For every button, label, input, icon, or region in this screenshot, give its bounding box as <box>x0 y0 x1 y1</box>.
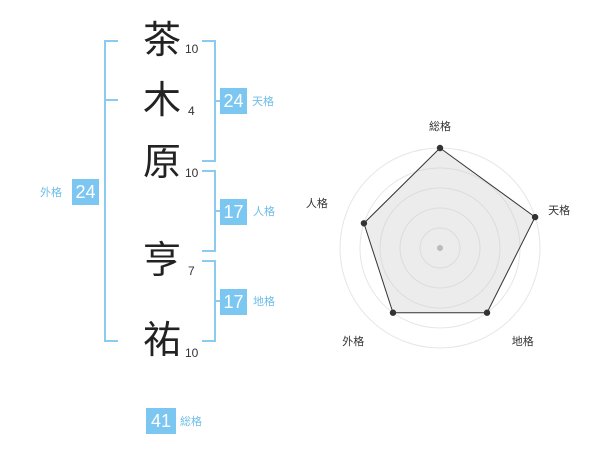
stroke-count-1: 10 <box>185 42 199 56</box>
name-char-4: 亨 <box>142 238 181 282</box>
radar-ring-2 <box>399 207 481 289</box>
radar-axis-label-1: 総格 <box>429 119 451 133</box>
jinkaku-label: 人格 <box>253 205 275 218</box>
chikaku-label: 地格 <box>253 295 275 308</box>
radar-axis-label-4: 外格 <box>342 334 364 348</box>
radar-point-5 <box>360 220 368 227</box>
radar-point-1 <box>436 144 444 152</box>
gaikaku-label: 外格 <box>40 186 62 199</box>
radar-center-dot <box>437 245 443 251</box>
name-char-3: 原 <box>142 140 181 184</box>
jinkaku-bracket-tick <box>214 210 220 212</box>
jinkaku-value-badge: 17 <box>220 199 247 225</box>
radar-axis-label-2: 天格 <box>548 203 570 217</box>
gaikaku-value-badge: 24 <box>72 179 99 205</box>
radar-ring-3 <box>379 187 501 309</box>
tenkaku-label: 天格 <box>252 95 274 108</box>
outer-bracket-divider <box>104 99 118 101</box>
stroke-count-3: 10 <box>185 166 199 180</box>
name-char-5: 祐 <box>142 318 181 362</box>
stroke-count-5: 10 <box>185 346 199 360</box>
name-char-2: 木 <box>142 78 181 122</box>
radar-axis-label-5: 人格 <box>306 196 328 210</box>
tenkaku-value-badge: 24 <box>220 88 247 114</box>
radar-ring-1 <box>419 227 461 269</box>
outer-bracket <box>104 40 118 342</box>
radar-point-3 <box>483 309 491 316</box>
soukaku-label: 総格 <box>180 415 202 428</box>
radar-point-4 <box>389 309 397 316</box>
radar-data-polygon <box>363 147 536 314</box>
stroke-count-2: 4 <box>188 104 195 118</box>
radar-point-2 <box>531 213 539 221</box>
tenkaku-bracket-tick <box>214 100 220 102</box>
chikaku-value-badge: 17 <box>220 289 247 315</box>
stroke-count-4: 7 <box>188 264 195 278</box>
radar-axis-label-3: 地格 <box>512 334 534 348</box>
name-char-1: 茶 <box>142 18 181 62</box>
soukaku-value-badge: 41 <box>146 408 176 434</box>
chikaku-bracket-tick <box>214 300 220 302</box>
